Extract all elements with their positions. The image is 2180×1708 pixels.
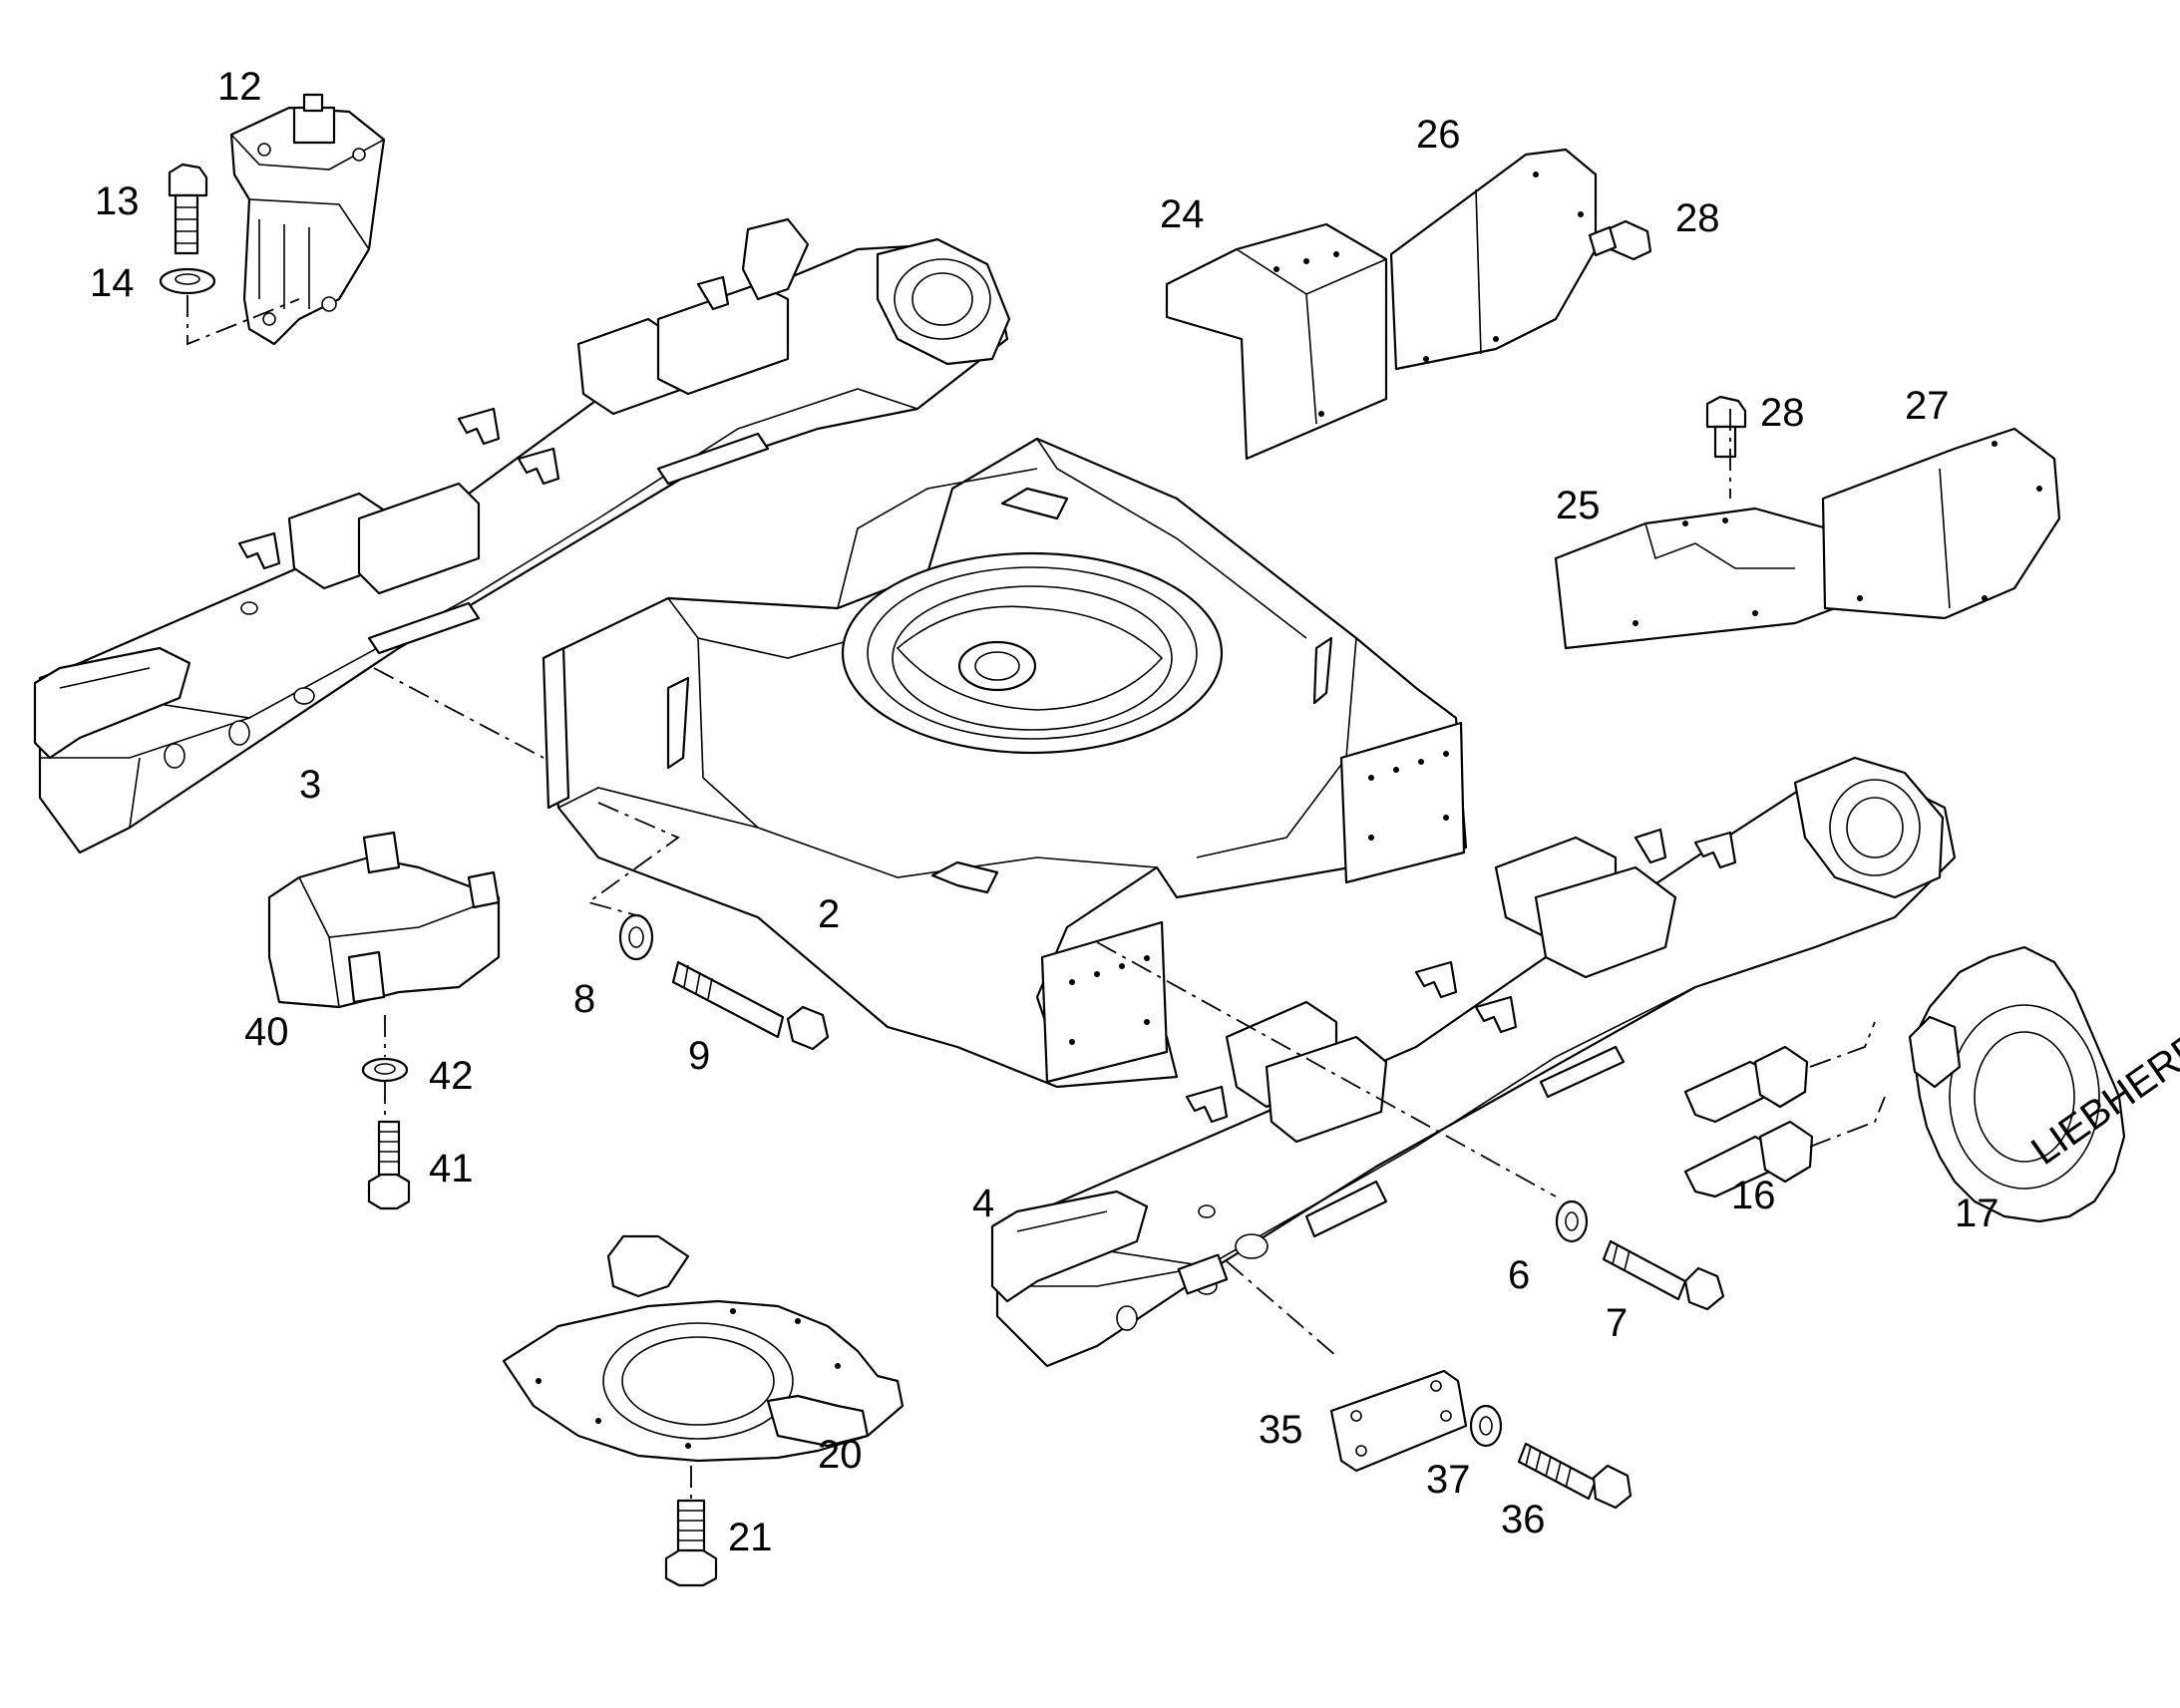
upper-guard-bolt-part[interactable] xyxy=(1588,219,1652,261)
callout-27: 27 xyxy=(1905,384,1950,428)
callout-labels: 2 3 4 6 7 8 9 12 13 14 16 17 20 21 24 25… xyxy=(90,65,1999,1559)
frame-bolt-part[interactable] xyxy=(671,960,830,1051)
upper-shield-plate-part[interactable] xyxy=(1389,148,1598,371)
left-track-frame-part[interactable] xyxy=(33,217,1011,854)
callout-35: 35 xyxy=(1259,1408,1303,1452)
central-frame-part[interactable] xyxy=(542,437,1468,1089)
callout-25: 25 xyxy=(1556,484,1601,527)
callout-14: 14 xyxy=(90,261,135,305)
callout-26: 26 xyxy=(1416,113,1461,157)
drive-sprocket-part[interactable]: LIEBHERR xyxy=(1908,945,2180,1223)
callout-3: 3 xyxy=(299,763,321,807)
callout-28a: 28 xyxy=(1675,196,1720,240)
callout-2: 2 xyxy=(818,892,840,936)
guide-washer-part[interactable] xyxy=(361,1057,409,1083)
motor-washer-part[interactable] xyxy=(159,267,216,295)
track-guide-part[interactable] xyxy=(267,831,501,1009)
callout-20: 20 xyxy=(818,1433,863,1477)
right-frame-washer-part[interactable] xyxy=(1555,1199,1589,1243)
callout-42: 42 xyxy=(429,1054,474,1098)
callout-36: 36 xyxy=(1501,1498,1546,1541)
leader-lines xyxy=(186,295,1886,1501)
sprocket-bolt-part[interactable] xyxy=(1683,1045,1814,1198)
guide-bolt-part[interactable] xyxy=(367,1120,411,1210)
lower-guard-plate-part[interactable] xyxy=(1554,507,1847,650)
upper-guard-plate-part[interactable] xyxy=(1165,222,1388,461)
callout-24: 24 xyxy=(1160,192,1205,236)
travel-motor-part[interactable] xyxy=(229,93,386,346)
callout-21: 21 xyxy=(728,1516,773,1559)
callout-16: 16 xyxy=(1731,1174,1776,1217)
lower-shield-plate-part[interactable] xyxy=(1821,427,2061,620)
callout-17: 17 xyxy=(1955,1192,1999,1235)
callout-37: 37 xyxy=(1426,1458,1471,1502)
cover-bolt-part[interactable] xyxy=(1517,1442,1633,1510)
cover-washer-part[interactable] xyxy=(1469,1404,1503,1448)
disc-bolt-part[interactable] xyxy=(664,1499,718,1587)
callout-40: 40 xyxy=(244,1010,289,1054)
slewing-disc-part[interactable] xyxy=(502,1234,905,1463)
callout-28b: 28 xyxy=(1760,391,1805,435)
callout-7: 7 xyxy=(1606,1301,1628,1345)
callout-4: 4 xyxy=(972,1182,994,1225)
motor-bolt-part[interactable] xyxy=(168,163,208,255)
callout-6: 6 xyxy=(1508,1253,1530,1297)
callout-13: 13 xyxy=(95,179,140,223)
callout-41: 41 xyxy=(429,1147,474,1191)
cover-plate-part[interactable] xyxy=(1329,1369,1468,1473)
callout-12: 12 xyxy=(217,65,262,109)
lower-guard-bolt-part[interactable] xyxy=(1705,395,1747,459)
callout-8: 8 xyxy=(573,977,595,1021)
right-track-frame-part[interactable] xyxy=(990,756,1957,1368)
right-frame-bolt-part[interactable] xyxy=(1602,1239,1725,1311)
frame-washer-part[interactable] xyxy=(618,913,654,961)
callout-9: 9 xyxy=(688,1034,710,1078)
